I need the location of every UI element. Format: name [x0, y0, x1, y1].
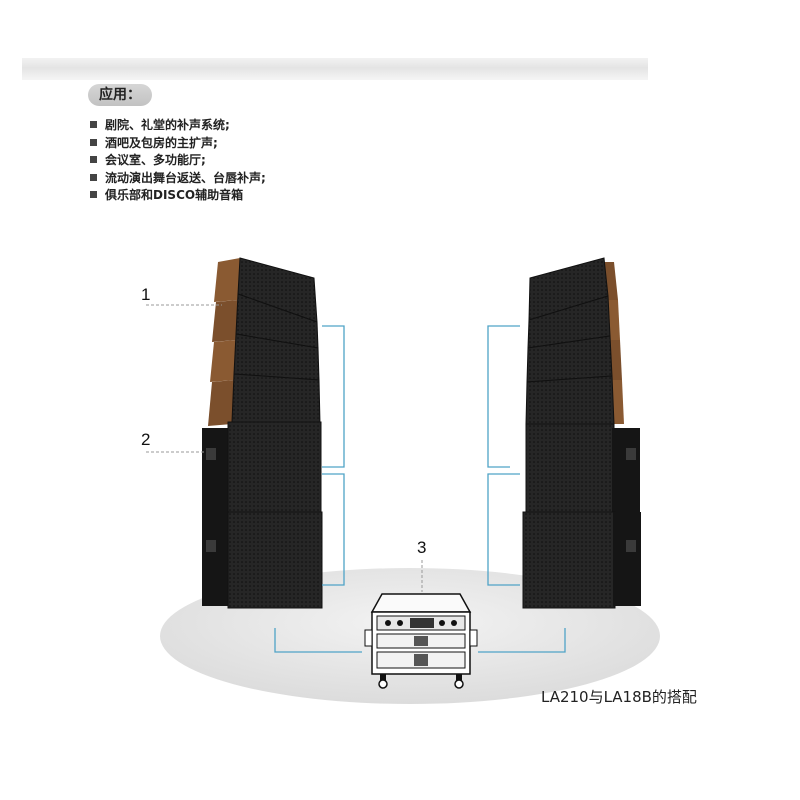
application-text: 酒吧及包房的主扩声;	[105, 135, 218, 150]
subwoofer-cabinet	[525, 423, 615, 513]
handle	[626, 448, 636, 460]
application-item: 会议室、多功能厅;	[90, 152, 266, 170]
amplifier-rack	[364, 593, 478, 689]
square-bullet-icon	[90, 191, 97, 199]
cabinet-side	[214, 258, 240, 302]
section-label: 应用：	[88, 84, 152, 106]
application-item: 酒吧及包房的主扩声;	[90, 135, 266, 153]
application-list: 剧院、礼堂的补声系统; 酒吧及包房的主扩声; 会议室、多功能厅; 流动演出舞台返…	[90, 117, 266, 205]
handle	[206, 540, 216, 552]
line-array-cabinet	[231, 373, 321, 425]
application-item: 流动演出舞台返送、台唇补声;	[90, 170, 266, 188]
handle	[626, 540, 636, 552]
subwoofer-side	[202, 428, 232, 514]
application-item: 剧院、礼堂的补声系统;	[90, 117, 266, 135]
application-text: 流动演出舞台返送、台唇补声;	[105, 170, 266, 185]
square-bullet-icon	[90, 138, 97, 146]
square-bullet-icon	[90, 173, 97, 181]
square-bullet-icon	[90, 156, 97, 164]
connector-lines	[274, 325, 566, 653]
right-speaker-stack	[522, 257, 641, 609]
subwoofer-side	[612, 428, 640, 512]
callout-2: 2	[141, 430, 151, 449]
subwoofer-cabinet	[227, 511, 323, 609]
application-text: 俱乐部和DISCO辅助音箱	[105, 188, 244, 203]
callout-1: 1	[141, 285, 151, 304]
line-array-cabinet	[525, 375, 615, 425]
subwoofer-side	[613, 512, 641, 606]
application-text: 剧院、礼堂的补声系统;	[105, 118, 230, 132]
subwoofer-side	[202, 514, 232, 606]
application-text: 会议室、多功能厅;	[105, 153, 206, 168]
cabinet-side	[208, 380, 234, 426]
cabinet-side	[210, 340, 236, 382]
header-band	[22, 58, 648, 80]
callout-3: 3	[417, 538, 427, 557]
cabinet-side	[212, 300, 238, 342]
square-bullet-icon	[90, 121, 97, 128]
subwoofer-cabinet	[227, 421, 322, 515]
application-item: 俱乐部和DISCO辅助音箱	[90, 187, 266, 205]
diagram-caption: LA210与LA18B的搭配	[541, 688, 697, 706]
handle	[206, 448, 216, 460]
subwoofer-cabinet	[522, 511, 616, 609]
left-speaker-stack	[202, 257, 323, 609]
